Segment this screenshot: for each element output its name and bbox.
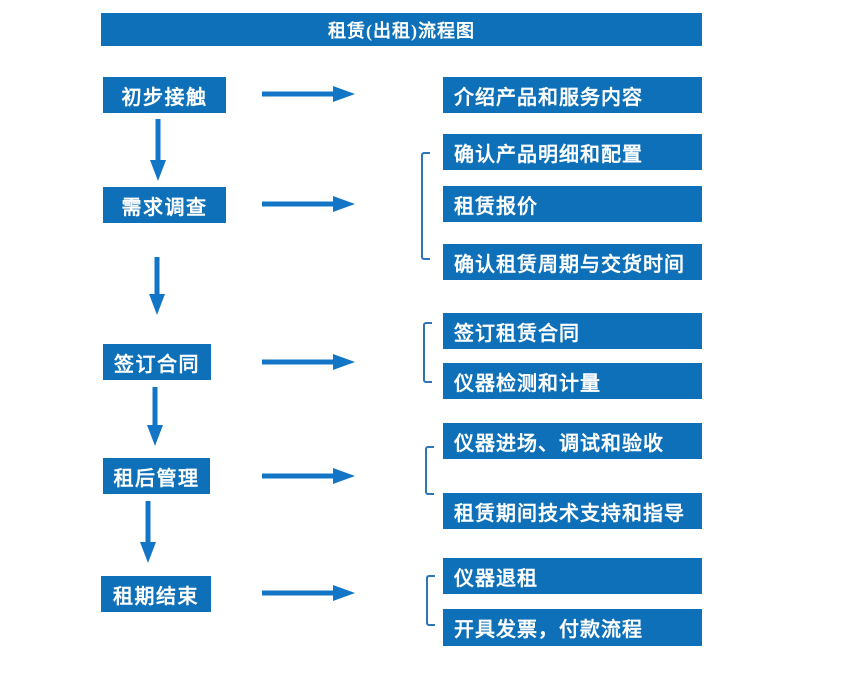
detail-box-tech-support: 租赁期间技术支持和指导 xyxy=(443,493,702,529)
page-title: 租赁(出租)流程图 xyxy=(328,20,475,41)
detail-label: 签订租赁合同 xyxy=(454,322,580,345)
detail-box-invoice-payment: 开具发票，付款流程 xyxy=(443,609,702,646)
stage-box-post-rental-management: 租后管理 xyxy=(103,458,210,494)
detail-box-confirm-product-details: 确认产品明细和配置 xyxy=(443,134,702,170)
detail-box-instrument-setup-acceptance: 仪器进场、调试和验收 xyxy=(443,423,702,459)
detail-label: 介绍产品和服务内容 xyxy=(454,86,643,109)
detail-box-instrument-return: 仪器退租 xyxy=(443,558,702,594)
detail-box-instrument-testing: 仪器检测和计量 xyxy=(443,363,702,399)
group-bracket xyxy=(421,152,430,260)
stage-box-initial-contact: 初步接触 xyxy=(103,77,226,113)
detail-label: 仪器进场、调试和验收 xyxy=(454,432,664,455)
arrow-right-icon xyxy=(262,468,355,484)
stage-label: 需求调查 xyxy=(121,196,208,219)
detail-label: 租赁期间技术支持和指导 xyxy=(454,502,685,525)
group-bracket xyxy=(426,575,435,626)
arrow-right-icon xyxy=(262,196,355,212)
detail-label: 确认租赁周期与交货时间 xyxy=(454,253,685,276)
stage-box-sign-contract: 签订合同 xyxy=(103,344,211,380)
detail-label: 仪器退租 xyxy=(454,567,538,590)
arrow-right-icon xyxy=(262,585,355,601)
stage-box-lease-end: 租期结束 xyxy=(101,576,211,612)
detail-label: 仪器检测和计量 xyxy=(454,372,601,395)
detail-box-rental-quote: 租赁报价 xyxy=(443,186,702,222)
detail-box-sign-lease-contract: 签订租赁合同 xyxy=(443,313,702,349)
detail-label: 租赁报价 xyxy=(454,195,538,218)
detail-label: 开具发票，付款流程 xyxy=(454,619,643,641)
arrow-down-icon xyxy=(150,119,166,181)
stage-box-demand-survey: 需求调查 xyxy=(103,187,226,223)
detail-label: 确认产品明细和配置 xyxy=(454,143,643,166)
arrow-right-icon xyxy=(262,86,355,102)
arrow-down-icon xyxy=(140,501,156,563)
stage-label: 初步接触 xyxy=(121,86,208,109)
group-bracket xyxy=(425,446,434,495)
detail-box-introduce-products: 介绍产品和服务内容 xyxy=(443,77,702,113)
stage-label: 租期结束 xyxy=(113,585,199,608)
arrow-right-icon xyxy=(262,354,355,370)
title-bar: 租赁(出租)流程图 xyxy=(101,13,702,46)
group-bracket xyxy=(423,322,432,383)
arrow-down-icon xyxy=(149,257,165,315)
stage-label: 签订合同 xyxy=(114,353,200,376)
detail-box-confirm-lease-period: 确认租赁周期与交货时间 xyxy=(443,244,702,280)
stage-label: 租后管理 xyxy=(113,467,200,490)
arrow-down-icon xyxy=(147,387,163,446)
